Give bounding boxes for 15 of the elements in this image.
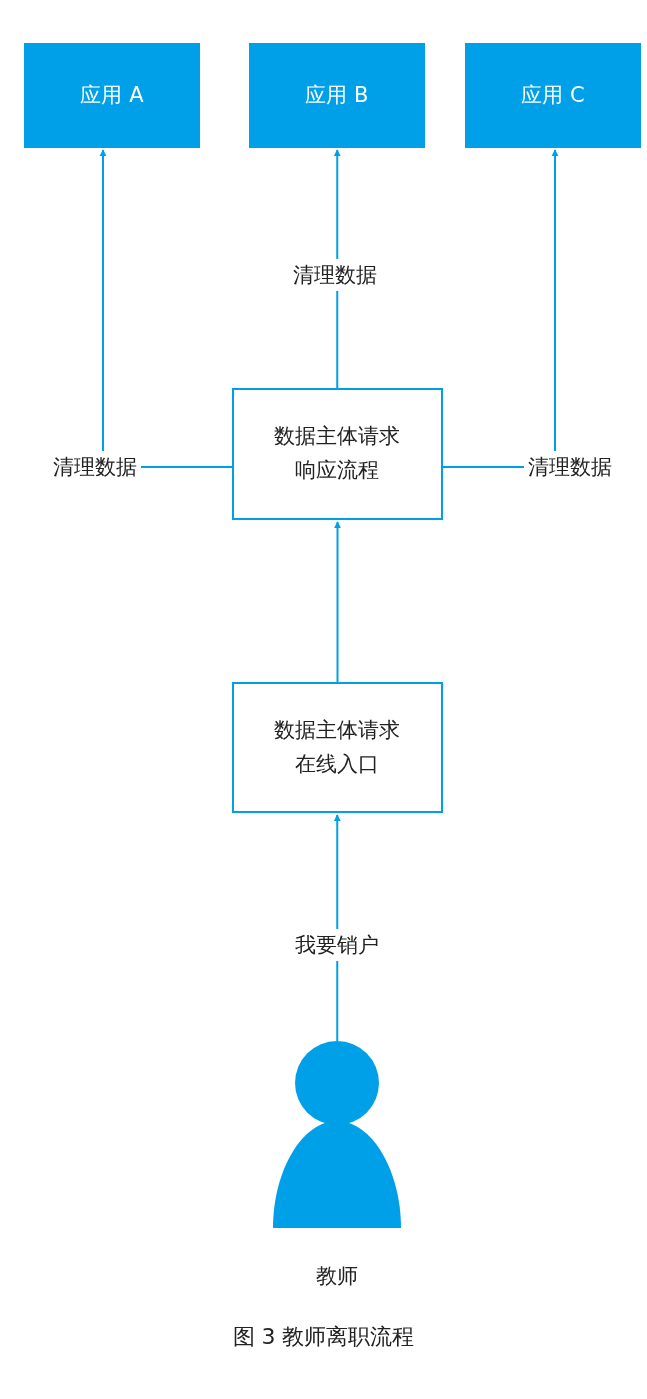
application-box bbox=[465, 43, 641, 148]
arrow bbox=[99, 149, 233, 468]
process-box bbox=[232, 388, 443, 520]
application-box bbox=[249, 43, 425, 148]
process-box bbox=[232, 682, 443, 813]
arrow bbox=[442, 149, 559, 468]
caption: 图 3 教师离职流程 bbox=[231, 1323, 416, 1351]
application-box bbox=[24, 43, 200, 148]
box-label: 数据主体请求在线入口 bbox=[273, 716, 401, 778]
box-label: 应用 A bbox=[79, 81, 145, 109]
box-label: 应用 C bbox=[520, 81, 586, 109]
person-figure bbox=[272, 1041, 402, 1229]
arrow bbox=[334, 521, 341, 683]
box-label: 应用 B bbox=[304, 81, 370, 109]
box-label: 数据主体请求响应流程 bbox=[273, 423, 401, 484]
